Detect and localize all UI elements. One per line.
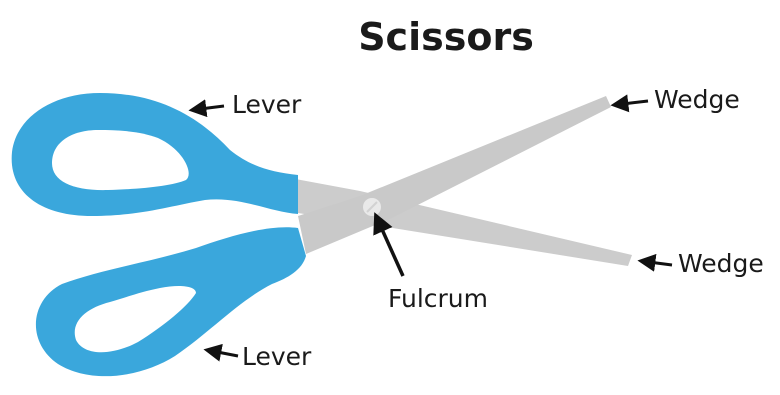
upper-handle [11, 93, 298, 216]
wedge-bottom-arrow [637, 253, 673, 272]
label-wedge-bottom: Wedge [678, 249, 764, 278]
pivot-screw [363, 198, 381, 216]
diagram-title: Scissors [358, 15, 534, 59]
lower-handle [35, 227, 306, 377]
label-wedge-top: Wedge [654, 85, 740, 114]
wedge-top-arrow [610, 94, 649, 113]
lever-top-arrow [188, 99, 225, 118]
fulcrum-arrow [373, 212, 405, 277]
label-lever-top: Lever [232, 90, 302, 119]
label-lever-bottom: Lever [242, 342, 312, 371]
lever-bottom-arrow [203, 343, 239, 362]
label-fulcrum: Fulcrum [388, 284, 488, 313]
